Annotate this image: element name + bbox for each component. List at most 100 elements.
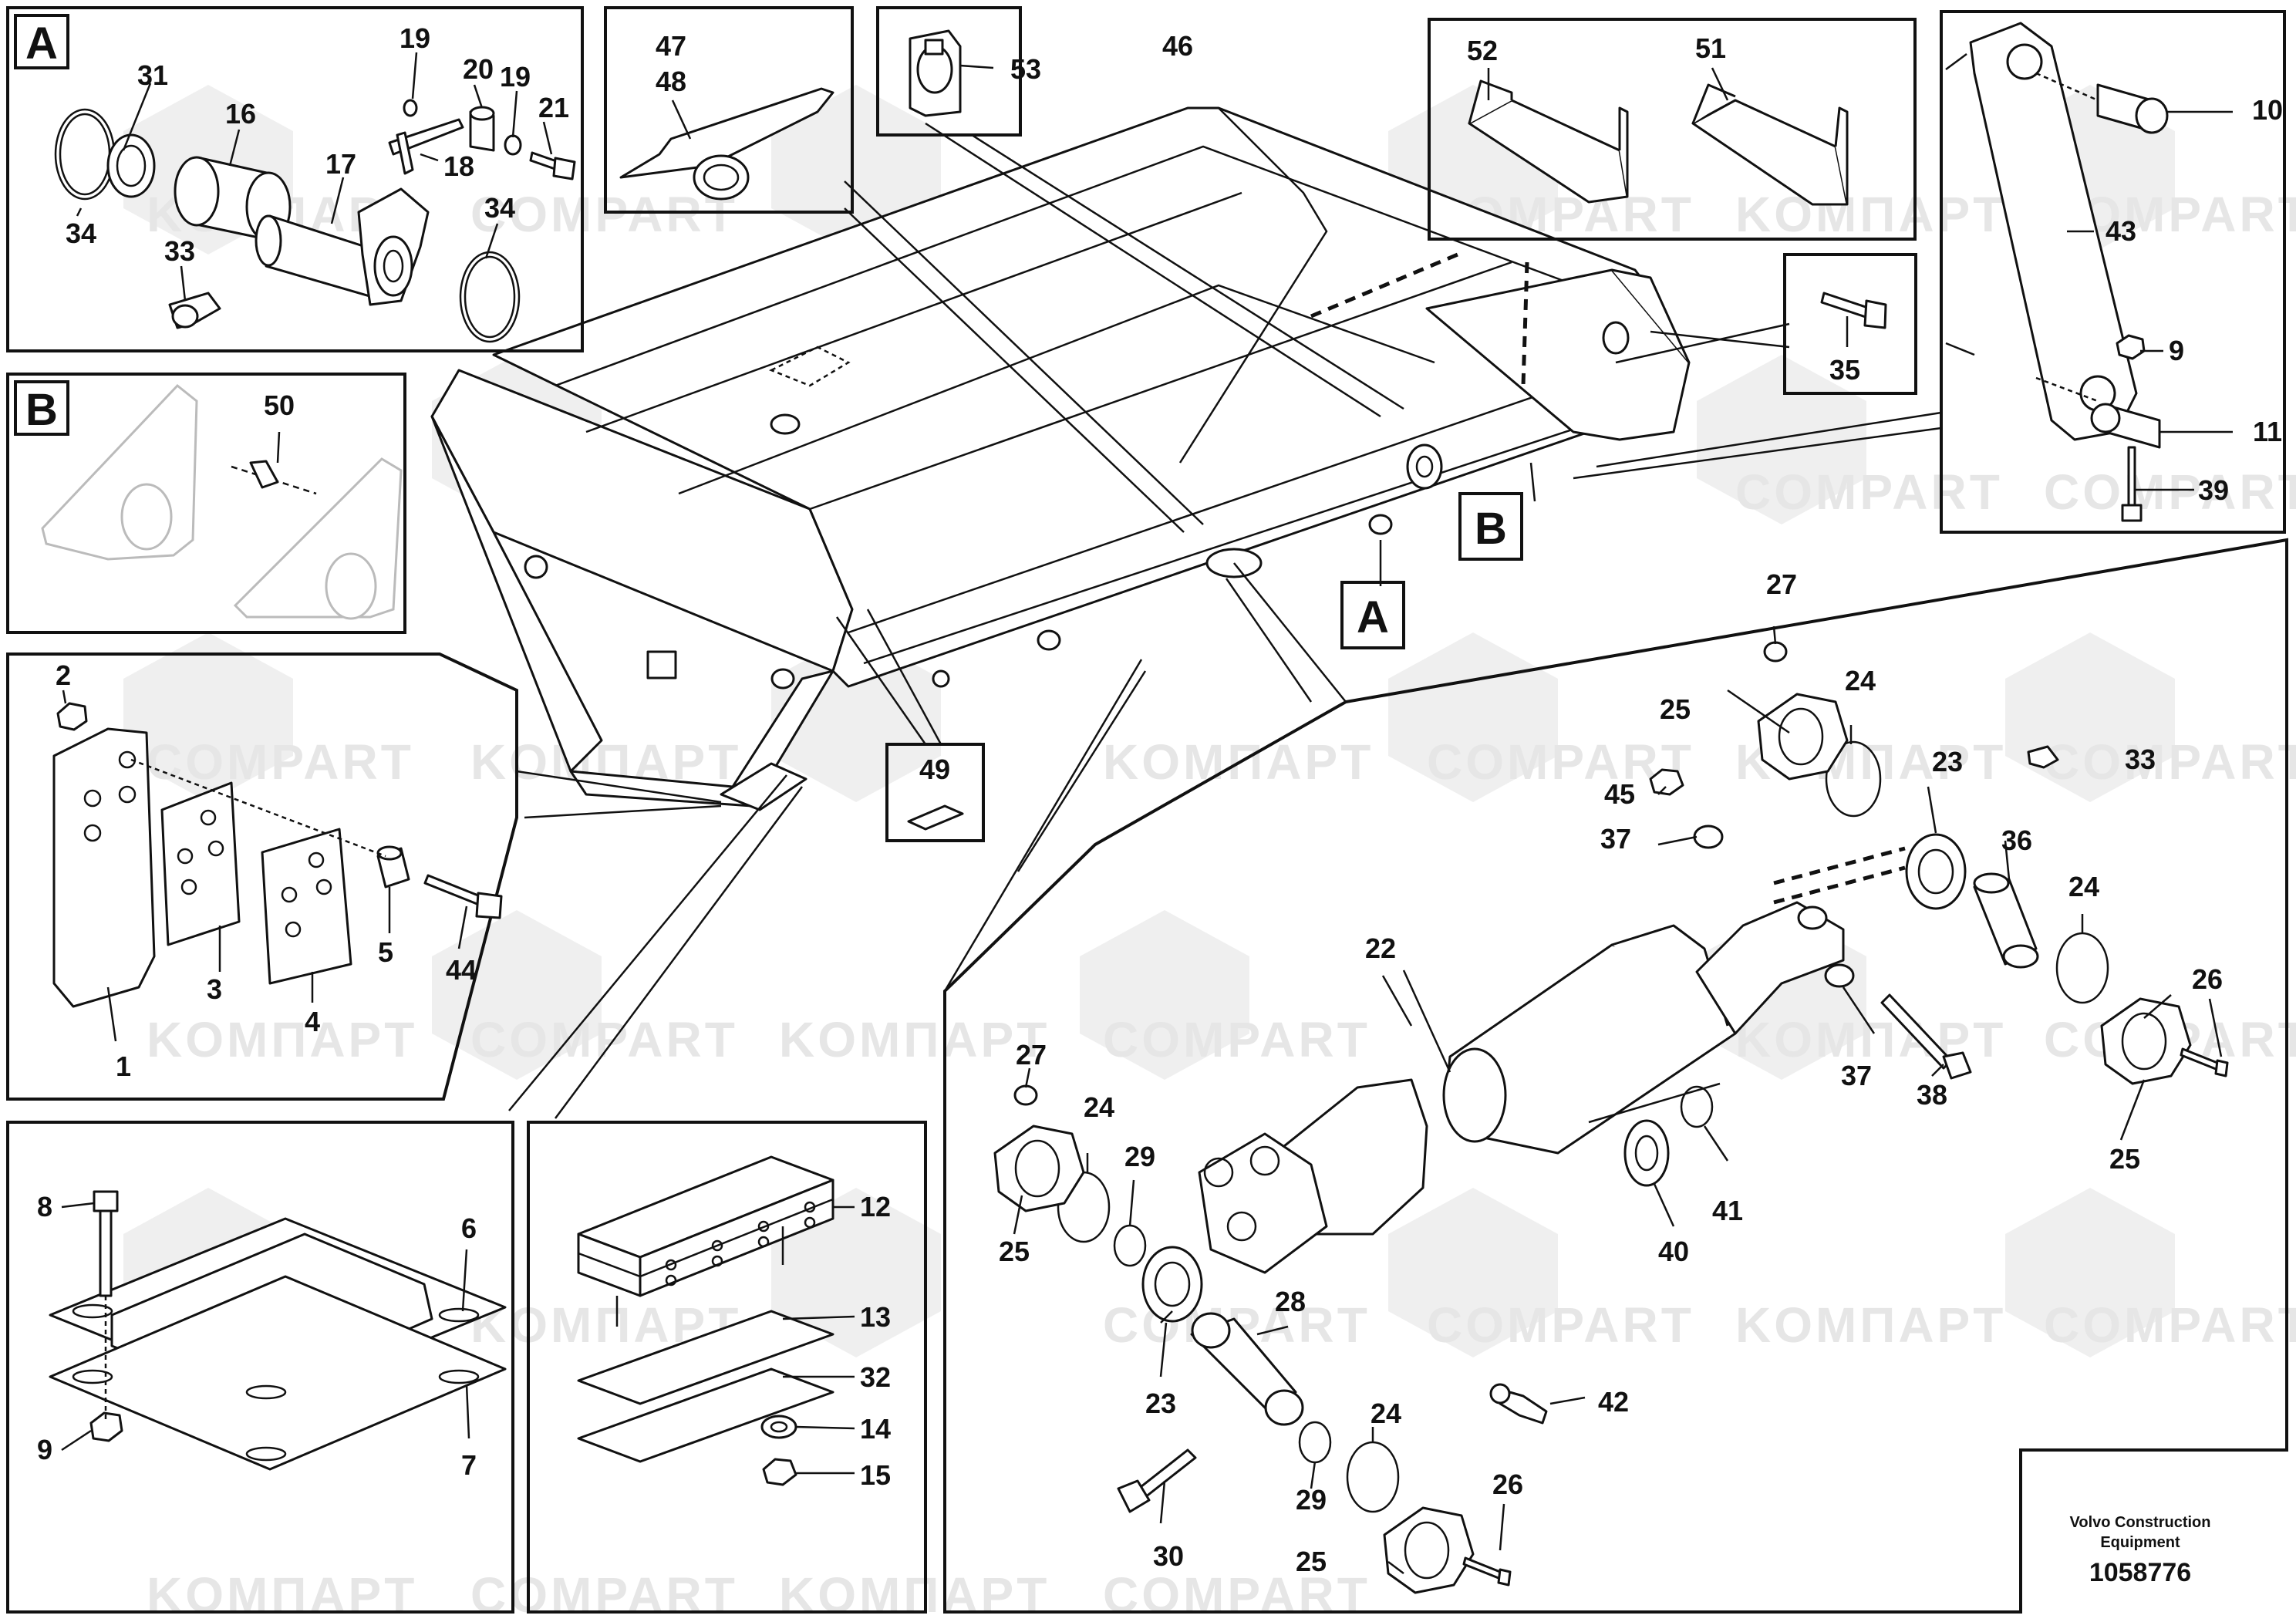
part-label-36: 36 bbox=[2001, 824, 2032, 856]
callout-letter-a-body: A bbox=[1357, 592, 1389, 642]
panel-b-brackets: B bbox=[6, 373, 406, 634]
panel-53-plate bbox=[876, 6, 1022, 137]
part-label-42: 42 bbox=[1598, 1386, 1629, 1418]
part-label-24c: 24 bbox=[1084, 1091, 1114, 1123]
callout-letter-b: B bbox=[25, 385, 58, 435]
callout-box-a bbox=[14, 14, 69, 69]
part-label-22: 22 bbox=[1365, 932, 1396, 964]
footer-info: Volvo Construction Equipment 1058776 bbox=[2070, 1514, 2211, 1587]
panel-49-decal bbox=[885, 743, 985, 842]
watermark-text: COMPART bbox=[2044, 734, 2296, 790]
panel-a-pivot-bushing: A bbox=[6, 6, 584, 352]
part-label-23a: 23 bbox=[1932, 746, 1963, 777]
part-label-37b: 37 bbox=[1841, 1060, 1872, 1091]
dump-body-drawing bbox=[430, 106, 1691, 811]
part-label-1: 1 bbox=[116, 1050, 131, 1082]
part-label-51: 51 bbox=[1695, 32, 1726, 64]
part-label-45: 45 bbox=[1604, 778, 1635, 810]
part-label-17: 17 bbox=[325, 148, 356, 180]
callout-box-a-body bbox=[1340, 581, 1405, 649]
part-label-49: 49 bbox=[919, 754, 950, 785]
part-label-29b: 29 bbox=[1296, 1484, 1327, 1516]
part-label-24d: 24 bbox=[1371, 1398, 1401, 1429]
part-label-52: 52 bbox=[1467, 35, 1498, 66]
panel-47-48-guard bbox=[604, 6, 854, 214]
part-label-5: 5 bbox=[378, 936, 393, 968]
callout-box-b-body bbox=[1458, 492, 1523, 561]
part-label-31: 31 bbox=[137, 59, 168, 91]
watermark-text: COMPART bbox=[2044, 1297, 2296, 1353]
part-label-19a: 19 bbox=[400, 22, 430, 54]
body-callouts: B A bbox=[1340, 492, 1523, 649]
part-label-4: 4 bbox=[305, 1006, 320, 1037]
part-label-20: 20 bbox=[463, 53, 494, 85]
part-label-25a: 25 bbox=[1660, 693, 1691, 725]
part-label-23b: 23 bbox=[1145, 1388, 1176, 1419]
part-label-28: 28 bbox=[1275, 1286, 1306, 1317]
watermark-text: COMPART bbox=[1103, 1567, 1371, 1622]
part-label-32: 32 bbox=[860, 1361, 891, 1393]
watermark-text: COMPART bbox=[470, 1567, 738, 1622]
watermark-text: KOMПAPT bbox=[779, 1567, 1050, 1622]
connector-lines bbox=[508, 122, 1942, 1119]
watermark-text: COMPART bbox=[1427, 1297, 1694, 1353]
watermark-text: KOMПAPT bbox=[1735, 1297, 2006, 1353]
part-label-33b: 33 bbox=[2125, 744, 2156, 775]
watermark-text: COMPART bbox=[1103, 1012, 1371, 1067]
part-label-39: 39 bbox=[2198, 474, 2229, 506]
part-label-33a: 33 bbox=[164, 235, 195, 267]
callout-box-b bbox=[14, 380, 69, 436]
panel-hoist-cylinder bbox=[943, 538, 2288, 1614]
part-label-50: 50 bbox=[264, 389, 295, 421]
part-label-6: 6 bbox=[461, 1212, 477, 1244]
part-label-25b: 25 bbox=[999, 1236, 1030, 1267]
callout-letter-a: A bbox=[25, 19, 58, 69]
part-label-13: 13 bbox=[860, 1301, 891, 1333]
watermark-text-row3: COMPART KOMПAPT KOMПAPT COMPART KOMПAPT … bbox=[147, 734, 2296, 790]
part-label-44: 44 bbox=[446, 954, 477, 986]
part-label-9: 9 bbox=[37, 1434, 52, 1465]
part-label-26a: 26 bbox=[1492, 1469, 1523, 1500]
part-label-18: 18 bbox=[443, 150, 474, 182]
part-label-48: 48 bbox=[656, 66, 686, 97]
panel-rubber-pad bbox=[6, 1121, 514, 1614]
part-label-37a: 37 bbox=[1600, 823, 1631, 855]
part-label-24a: 24 bbox=[1845, 665, 1876, 696]
brand-line-1: Volvo Construction bbox=[2070, 1514, 2211, 1531]
part-label-41: 41 bbox=[1712, 1195, 1743, 1226]
part-label-53: 53 bbox=[1010, 53, 1041, 85]
watermark-text: KOMПAPT bbox=[147, 1567, 417, 1622]
part-label-9b: 9 bbox=[2169, 335, 2184, 366]
watermark-text: KOMПAPT bbox=[1735, 187, 2006, 242]
watermark-text: COMPART bbox=[1427, 734, 1694, 790]
watermark-text: COMPART bbox=[470, 187, 738, 242]
part-label-34b: 34 bbox=[484, 192, 515, 224]
part-label-2: 2 bbox=[56, 659, 71, 691]
part-label-11: 11 bbox=[2253, 416, 2282, 447]
panel-link-arm bbox=[1940, 10, 2286, 534]
part-label-10: 10 bbox=[2252, 94, 2283, 126]
part-label-25c: 25 bbox=[1296, 1546, 1327, 1577]
part-label-34a: 34 bbox=[66, 218, 96, 249]
watermark-text: COMPART bbox=[147, 734, 414, 790]
part-label-8: 8 bbox=[37, 1191, 52, 1222]
panel-shims bbox=[527, 1121, 927, 1614]
part-label-24b: 24 bbox=[2068, 871, 2099, 902]
panel-35-bolt bbox=[1783, 253, 1917, 395]
part-label-3: 3 bbox=[207, 973, 222, 1005]
part-label-15: 15 bbox=[860, 1459, 891, 1491]
part-label-43: 43 bbox=[2106, 215, 2136, 247]
part-label-7: 7 bbox=[461, 1449, 477, 1481]
panel-51-52-covers bbox=[1428, 18, 1917, 241]
part-label-40: 40 bbox=[1658, 1236, 1689, 1267]
part-label-46: 46 bbox=[1162, 30, 1193, 62]
watermark-text: COMPART bbox=[1735, 464, 2003, 520]
part-label-27a: 27 bbox=[1766, 568, 1797, 600]
document-number: 1058776 bbox=[2089, 1558, 2191, 1587]
part-label-29a: 29 bbox=[1124, 1141, 1155, 1172]
part-label-25d: 25 bbox=[2109, 1143, 2140, 1175]
part-label-19b: 19 bbox=[500, 61, 531, 93]
part-label-47: 47 bbox=[656, 30, 686, 62]
part-label-27b: 27 bbox=[1016, 1039, 1047, 1071]
